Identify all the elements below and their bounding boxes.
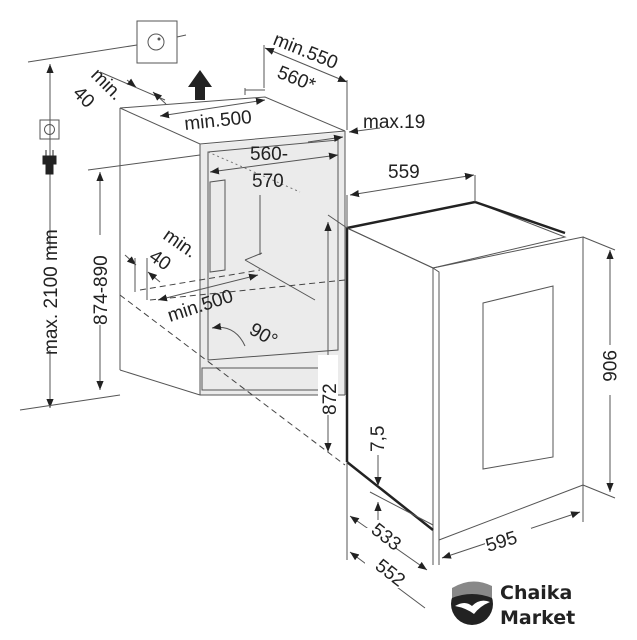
socket-icon: [39, 119, 60, 140]
max-height-label: max. 2100 mm: [41, 229, 62, 355]
logo-text-line2: Market: [500, 607, 575, 629]
appliance-height-left-label: 872: [320, 383, 341, 415]
logo-text-line1: Chaika: [500, 582, 572, 604]
bottom-gap-label-2: 40: [145, 246, 174, 275]
appliance-height-label: 906: [598, 350, 619, 382]
niche-height-label: 874-890: [91, 255, 112, 325]
chaika-market-logo: Chaika Market: [451, 581, 575, 629]
width-label-1: 560-: [250, 144, 288, 165]
airflow-up-arrow-icon: [188, 70, 212, 100]
wall-socket-icon: [136, 20, 187, 64]
plug-icon: [42, 150, 57, 175]
plinth-label: 7,5: [368, 426, 389, 452]
width-label-2: 570: [252, 171, 284, 192]
top-gap-label-2: 40: [68, 83, 98, 113]
wine-cooler-appliance: [345, 200, 584, 541]
max-side-label: max.19: [363, 112, 425, 133]
appliance-width-top-label: 559: [388, 162, 420, 183]
